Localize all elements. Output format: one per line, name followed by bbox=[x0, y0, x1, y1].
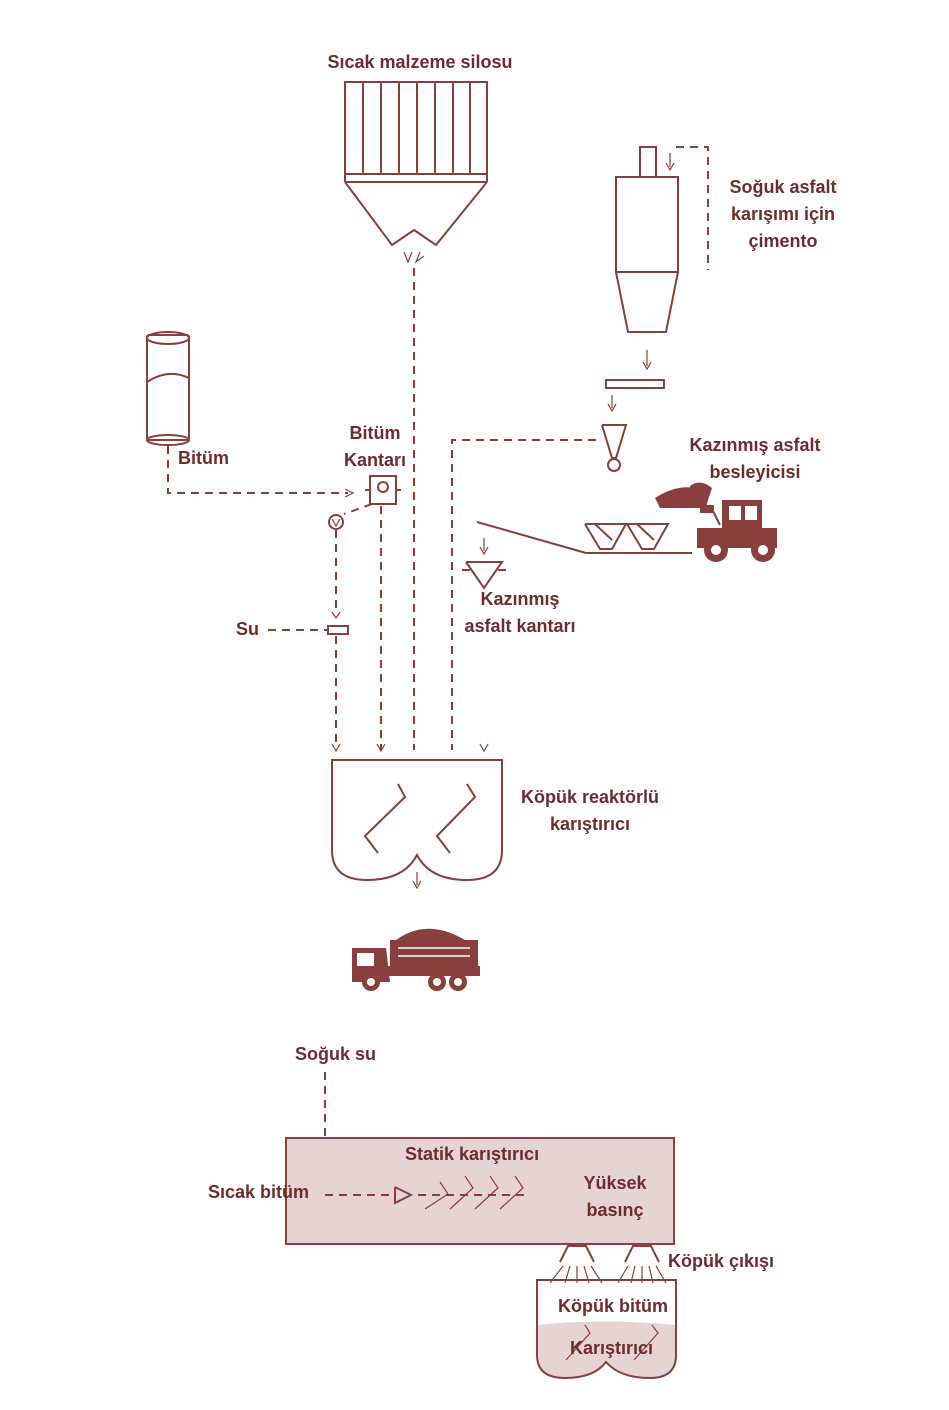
foam-reactor-panel bbox=[285, 1137, 675, 1245]
cement-silo-icon bbox=[601, 146, 709, 472]
rap-scale-label-line2: asfalt kantarı bbox=[464, 616, 576, 636]
bitumen-scale-icon bbox=[365, 475, 401, 505]
hot-silo-icon bbox=[344, 81, 488, 264]
pump-icon bbox=[328, 514, 344, 530]
hot-bitumen-label: Sıcak bitüm bbox=[208, 1182, 310, 1202]
rap-conveyor-icon bbox=[476, 521, 692, 554]
dump-truck-icon bbox=[352, 928, 480, 991]
bitumen-label: Bitüm bbox=[178, 448, 229, 468]
water-label: Su bbox=[236, 619, 260, 639]
hot-silo-label: Sıcak malzeme silosu bbox=[327, 52, 513, 72]
bitumen-tank-icon bbox=[146, 331, 190, 446]
static-mixer-label: Statik karıştırıcı bbox=[405, 1144, 540, 1164]
detail-mixer-icon bbox=[536, 1279, 677, 1380]
detail-mixer-label: Karıştırıcı bbox=[570, 1338, 654, 1358]
static-mixer-icon bbox=[418, 1175, 530, 1210]
mixer-label-line1: Köpük reaktörlü bbox=[520, 787, 660, 807]
wheel-loader-icon bbox=[655, 482, 777, 562]
high-pressure-label-line1: Yüksek bbox=[583, 1173, 647, 1193]
bitumen-scale-label-line2: Kantarı bbox=[343, 450, 406, 470]
mixer-label-line2: karıştırıcı bbox=[549, 814, 631, 834]
high-pressure-label-line2: basınç bbox=[586, 1200, 644, 1220]
cold-water-label: Soğuk su bbox=[295, 1044, 377, 1064]
cement-label-line1: Soğuk asfalt bbox=[729, 177, 837, 197]
foam-outlet-label: Köpük çıkışı bbox=[668, 1251, 775, 1271]
foam-bitumen-label: Köpük bitüm bbox=[558, 1296, 668, 1316]
rap-feeder-label-line2: besleyicisi bbox=[709, 462, 801, 482]
rap-feeder-label-line1: Kazınmış asfalt bbox=[689, 435, 821, 455]
rap-scale-label-line1: Kazınmış bbox=[480, 589, 560, 609]
cement-label-line3: çimento bbox=[748, 231, 818, 251]
foam-mixer-icon bbox=[331, 759, 503, 890]
cement-label-line2: karışımı için bbox=[730, 204, 836, 224]
rap-scale-icon bbox=[462, 538, 506, 590]
foam-nozzle-icon bbox=[549, 1245, 667, 1284]
bitumen-scale-label-line1: Bitüm bbox=[349, 423, 401, 443]
